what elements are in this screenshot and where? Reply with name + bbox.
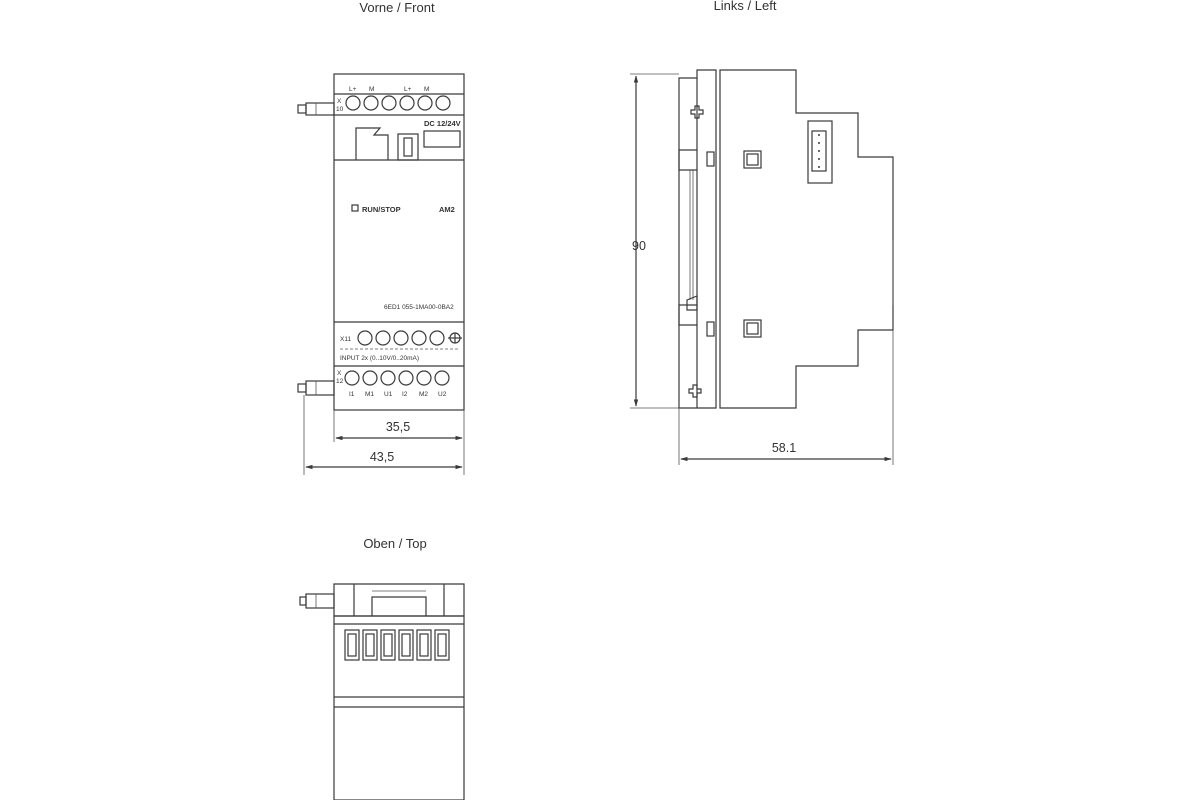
latch-top (743, 150, 762, 169)
x12-label: X (337, 370, 342, 377)
top-side-connector (305, 593, 335, 609)
top-view-title: Oben / Top (363, 536, 426, 551)
front-body (333, 73, 465, 411)
top-terminals (345, 95, 451, 111)
x11-terminals (357, 330, 445, 346)
run-stop-indicator (351, 204, 359, 212)
top-terminal-slots (344, 629, 450, 661)
terminal-label-i1: I1 (349, 391, 355, 398)
part-number: 6ED1 055-1MA00-0BA2 (384, 304, 454, 311)
side-connector-top (305, 102, 335, 116)
dim-outer-width: 43,5 (370, 450, 394, 464)
left-view-title: Links / Left (714, 0, 777, 13)
side-connector (807, 120, 833, 184)
model-label: AM2 (439, 205, 455, 214)
x10-label-num: 10 (336, 106, 344, 113)
side-connector-bottom (305, 380, 335, 396)
terminal-label-u1: U1 (384, 391, 393, 398)
screw-icon-top (690, 105, 704, 119)
front-view-title: Vorne / Front (359, 0, 435, 15)
terminal-label-m-1: M (369, 86, 374, 93)
dim-height: 90 (632, 239, 646, 253)
input-label: INPUT 2x (0..10V/0..20mA) (340, 355, 419, 362)
run-stop-label: RUN/STOP (362, 205, 401, 214)
terminal-label-u2: U2 (438, 391, 447, 398)
top-view (299, 583, 465, 800)
latch-bottom (743, 319, 762, 338)
top-body (333, 615, 465, 800)
bottom-terminals (344, 370, 450, 386)
terminal-label-m1: M1 (365, 391, 374, 398)
dim-depth: 58.1 (772, 441, 796, 455)
terminal-label-m-2: M (424, 86, 429, 93)
x11-label: X11 (340, 336, 351, 343)
supply-label: DC 12/24V (424, 119, 461, 128)
terminal-label-m2: M2 (419, 391, 428, 398)
x12-label-num: 12 (336, 378, 344, 385)
x10-label: X (337, 98, 342, 105)
front-view: L+ M L+ M X 10 DC 12/24V RUN/STOP AM2 6E… (297, 73, 465, 475)
screw-icon-bottom (688, 384, 702, 398)
ground-icon (448, 332, 462, 344)
terminal-label-lplus-2: L+ (404, 86, 412, 93)
left-view: 90 58.1 (630, 69, 894, 465)
dim-inner-width: 35,5 (386, 420, 410, 434)
terminal-label-i2: I2 (402, 391, 408, 398)
terminal-label-lplus-1: L+ (349, 86, 357, 93)
